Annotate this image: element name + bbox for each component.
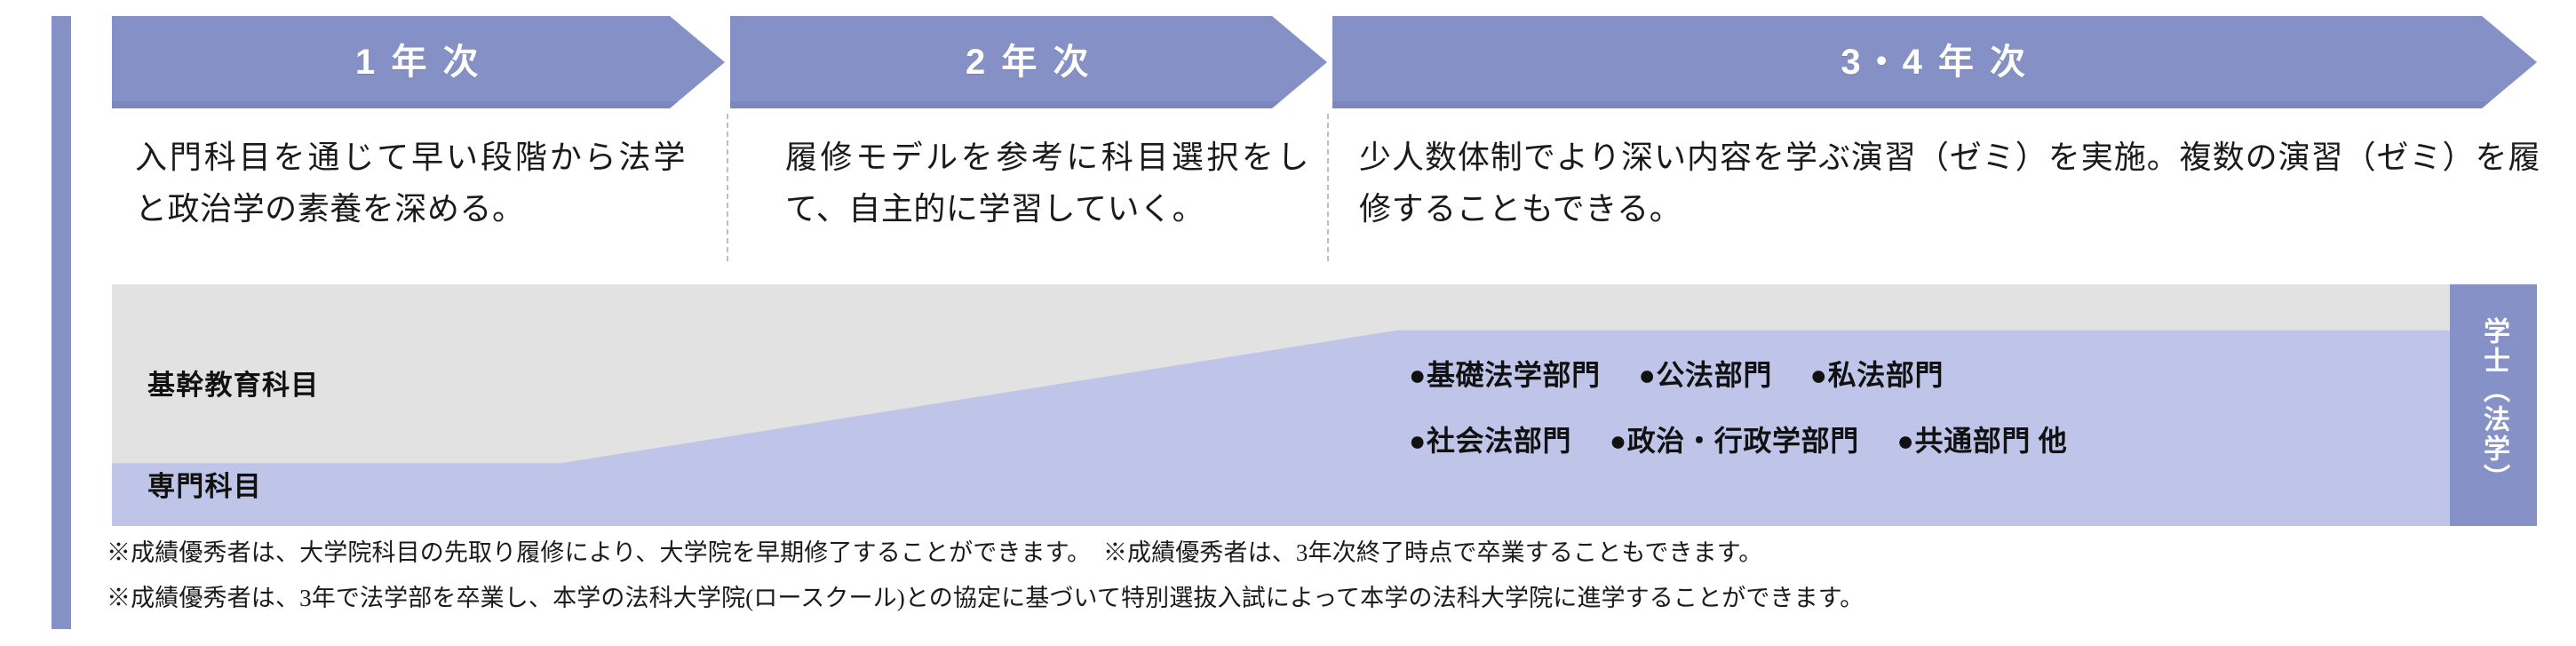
chevron-shade-year2 xyxy=(730,101,1327,108)
column-divider-2 xyxy=(1327,114,1329,261)
footnote-2: ※成績優秀者は、3年で法学部を卒業し、本学の法科大学院(ロースクール)との協定に… xyxy=(107,585,1864,611)
department-row-2: ●社会法部門 ●政治・行政学部門 ●共通部門 他 xyxy=(1409,409,2457,475)
degree-label: 学士（法学） xyxy=(2479,317,2508,493)
department-item: ●政治・行政学部門 xyxy=(1609,424,1859,457)
subject-proportion-band: 基幹教育科目 専門科目 ●基礎法学部門 ●公法部門 ●私法部門 ●社会法部門 ●… xyxy=(112,284,2537,526)
stage-banner-year1[interactable]: 1 年 次 xyxy=(112,16,725,108)
stage-description-year1: 入門科目を通じて早い段階から法学と政治学の素養を深める。 xyxy=(135,140,686,227)
chevron-shape-year1 xyxy=(112,16,725,108)
degree-bar: 学士（法学） xyxy=(2450,284,2537,526)
chevron-shape-year34 xyxy=(1332,16,2537,108)
department-item: ●社会法部門 xyxy=(1409,424,1572,457)
department-item: ●基礎法学部門 xyxy=(1409,359,1601,391)
footnote-1: ※成績優秀者は、大学院科目の先取り履修により、大学院を早期修了することができます… xyxy=(107,539,1763,566)
department-bullet-list: ●基礎法学部門 ●公法部門 ●私法部門 ●社会法部門 ●政治・行政学部門 ●共通… xyxy=(1409,343,2457,474)
stage-description-year2: 履修モデルを参考に科目選択をして、自主的に学習していく。 xyxy=(785,140,1309,227)
band-label-general-education: 基幹教育科目 xyxy=(147,370,320,401)
stage-banner-year34[interactable]: 3・4 年 次 xyxy=(1332,16,2537,108)
department-item: ●公法部門 xyxy=(1638,359,1772,391)
chevron-shade-year34 xyxy=(1332,101,2537,108)
left-accent-rail xyxy=(52,16,71,629)
chevron-shape-year2 xyxy=(730,16,1327,108)
column-divider-1 xyxy=(727,114,728,261)
department-item: ●共通部門 他 xyxy=(1896,424,2068,457)
year-stage-banner-row: 1 年 次 2 年 次 3・4 年 次 xyxy=(0,16,2576,108)
stage-label-year2: 2 年 次 xyxy=(965,43,1093,82)
chevron-shade-year1 xyxy=(112,101,725,108)
department-row-1: ●基礎法学部門 ●公法部門 ●私法部門 xyxy=(1409,343,2457,409)
department-item: ●私法部門 xyxy=(1809,359,1944,391)
stage-label-year1: 1 年 次 xyxy=(354,43,482,82)
stage-banner-year2[interactable]: 2 年 次 xyxy=(730,16,1327,108)
band-label-specialized: 専門科目 xyxy=(147,471,262,502)
stage-description-year34: 少人数体制でより深い内容を学ぶ演習（ゼミ）を実施。複数の演習（ゼミ）を履修するこ… xyxy=(1359,140,2540,227)
stage-label-year34: 3・4 年 次 xyxy=(1841,43,2029,82)
